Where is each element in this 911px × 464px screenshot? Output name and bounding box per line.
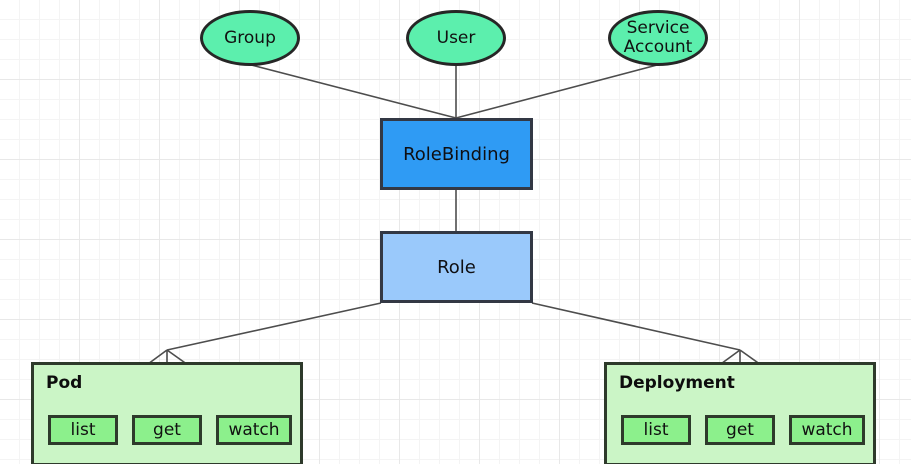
subject-node-group[interactable]: Group [200,10,300,66]
subject-label-service-account: Service Account [623,18,693,57]
subject-label-group: Group [224,27,276,48]
verb-deployment-get[interactable]: get [705,415,775,445]
verb-label-deployment-get: get [726,420,754,440]
verb-deployment-watch[interactable]: watch [789,415,865,445]
subject-node-service-account[interactable]: Service Account [608,10,708,66]
subject-node-user[interactable]: User [406,10,506,66]
resource-group-title-deployment: Deployment [619,373,735,393]
role-node[interactable]: Role [380,231,533,303]
edge-role-to-deployment-junction [531,302,741,351]
edge-role-to-pod-junction [166,302,382,351]
resource-group-pod[interactable]: Pod list get watch [31,362,303,464]
verb-label-pod-list: list [70,420,96,440]
verb-label-deployment-list: list [643,420,669,440]
resource-group-deployment[interactable]: Deployment list get watch [604,362,876,464]
verb-label-pod-watch: watch [228,420,280,440]
role-label: Role [437,256,476,278]
verb-pod-list[interactable]: list [48,415,118,445]
rolebinding-label: RoleBinding [403,143,510,165]
resource-group-title-pod: Pod [46,373,83,393]
verb-label-deployment-watch: watch [801,420,853,440]
verb-deployment-list[interactable]: list [621,415,691,445]
verb-pod-watch[interactable]: watch [216,415,292,445]
subject-label-user: User [436,27,476,48]
verb-label-pod-get: get [153,420,181,440]
rolebinding-node[interactable]: RoleBinding [380,118,533,190]
edge-group-to-rolebinding [231,59,457,119]
verb-pod-get[interactable]: get [132,415,202,445]
edge-serviceaccount-to-rolebinding [455,59,677,119]
